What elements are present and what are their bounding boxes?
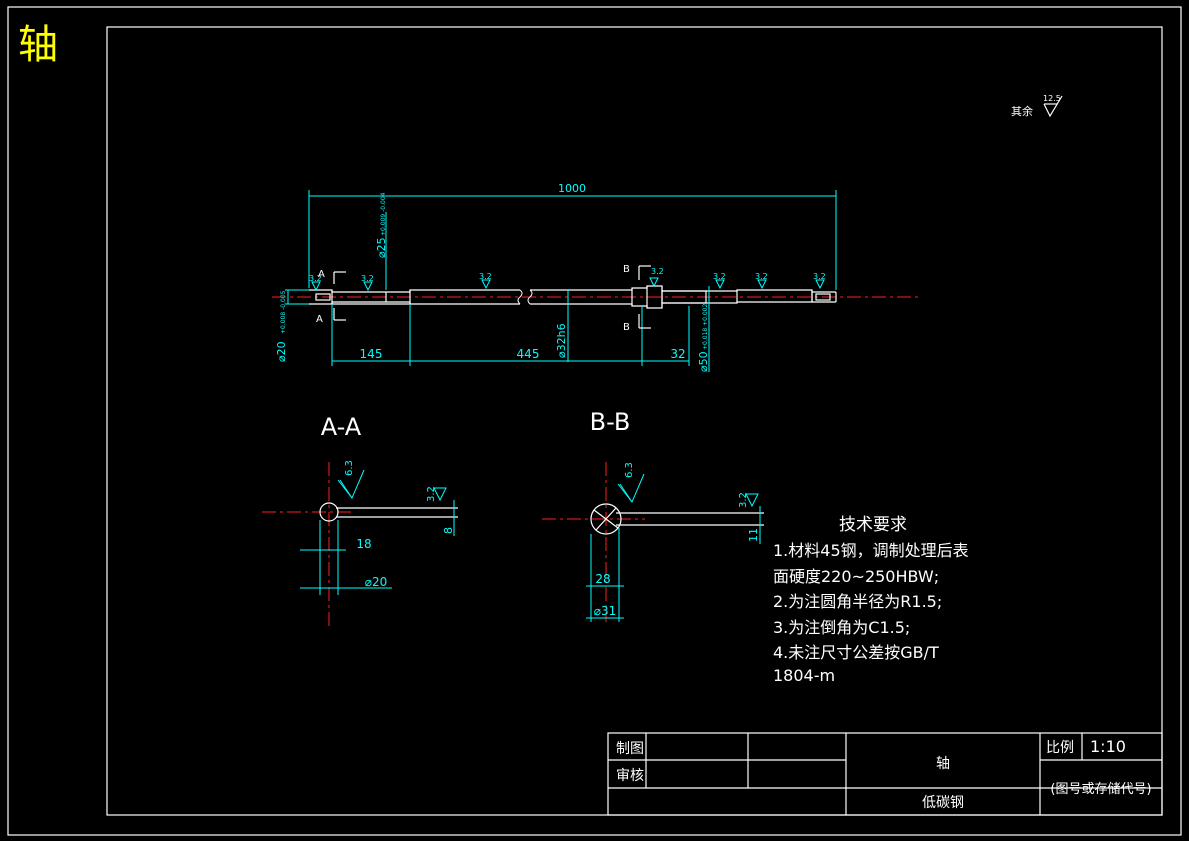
svg-text:145: 145 — [360, 347, 383, 361]
svg-text:+0.008 -0.005: +0.008 -0.005 — [280, 290, 287, 334]
svg-text:3.2: 3.2 — [479, 272, 492, 281]
svg-text:1804-m: 1804-m — [773, 666, 835, 685]
svg-text:⌀50: ⌀50 — [697, 351, 710, 372]
checked-label: 审核 — [616, 768, 644, 784]
svg-text:B: B — [623, 264, 630, 275]
svg-text:3.2: 3.2 — [738, 492, 749, 508]
svg-text:2.为注圆角半径为R1.5;: 2.为注圆角半径为R1.5; — [773, 592, 942, 611]
section-markers: A A B B — [316, 264, 651, 333]
svg-text:6.3: 6.3 — [624, 462, 635, 478]
roughness-other: 其余 12.5 — [1011, 94, 1063, 118]
svg-text:6.3: 6.3 — [344, 460, 355, 476]
big-title: 轴 — [18, 22, 58, 68]
svg-text:3.2: 3.2 — [426, 486, 437, 502]
svg-text:3.2: 3.2 — [361, 274, 374, 283]
svg-text:1.材料45钢，调制处理后表: 1.材料45钢，调制处理后表 — [773, 541, 969, 560]
title-block: 制图 审核 轴 低碳钢 比例 1:10 (图号或存储代号) — [607, 732, 1163, 816]
svg-text:445: 445 — [517, 347, 540, 361]
svg-text:3.2: 3.2 — [651, 267, 664, 276]
section-aa: A-A 6.3 3.2 8 18 ⌀20 — [262, 413, 458, 628]
svg-text:3.2: 3.2 — [813, 272, 826, 281]
svg-text:4.未注尺寸公差按GB/T: 4.未注尺寸公差按GB/T — [773, 643, 939, 662]
svg-text:⌀31: ⌀31 — [594, 604, 617, 618]
svg-text:⌀20: ⌀20 — [275, 341, 288, 362]
svg-text:其余: 其余 — [1011, 104, 1033, 118]
svg-text:技术要求: 技术要求 — [839, 515, 907, 535]
svg-text:3.2: 3.2 — [309, 274, 322, 283]
svg-text:A: A — [316, 314, 323, 325]
outer-border — [7, 6, 1182, 836]
drawn-label: 制图 — [616, 741, 644, 757]
svg-text:3.2: 3.2 — [713, 272, 726, 281]
svg-text:B: B — [623, 322, 630, 333]
scale-label: 比例 — [1046, 740, 1074, 756]
tech-requirements: 技术要求 1.材料45钢，调制处理后表 面硬度220~250HBW; 2.为注圆… — [773, 515, 969, 685]
svg-text:B-B: B-B — [590, 408, 631, 436]
svg-text:A-A: A-A — [321, 413, 362, 441]
svg-text:12.5: 12.5 — [1043, 94, 1061, 103]
svg-text:32: 32 — [670, 347, 685, 361]
svg-text:28: 28 — [595, 572, 610, 586]
svg-text:8: 8 — [442, 527, 455, 534]
svg-text:⌀20: ⌀20 — [365, 575, 388, 589]
inner-border — [106, 26, 1163, 816]
main-view: 1000 145 445 32 ⌀20 +0.008 -0.005 ⌀25 +0… — [272, 182, 922, 372]
svg-text:11: 11 — [747, 528, 760, 542]
svg-text:1000: 1000 — [558, 182, 586, 195]
svg-text:+0.018 +0.002: +0.018 +0.002 — [702, 304, 709, 350]
drawing-number: (图号或存储代号) — [1050, 782, 1151, 797]
svg-text:3.为注倒角为C1.5;: 3.为注倒角为C1.5; — [773, 618, 910, 637]
svg-text:A: A — [318, 269, 325, 280]
svg-text:3.2: 3.2 — [755, 272, 768, 281]
roughness-marks: 3.2 3.2 3.2 3.2 3.2 3.2 3.2 — [309, 267, 826, 292]
material: 低碳钢 — [922, 795, 964, 811]
svg-text:⌀32h6: ⌀32h6 — [555, 323, 568, 358]
svg-text:面硬度220~250HBW;: 面硬度220~250HBW; — [773, 567, 939, 586]
section-bb: B-B 6.3 3.2 11 28 ⌀31 — [542, 408, 764, 622]
svg-text:+0.009 -0.004: +0.009 -0.004 — [380, 192, 387, 236]
part-name: 轴 — [936, 756, 950, 772]
scale-value: 1:10 — [1090, 737, 1126, 756]
svg-text:18: 18 — [356, 537, 371, 551]
svg-text:⌀25: ⌀25 — [375, 237, 388, 258]
